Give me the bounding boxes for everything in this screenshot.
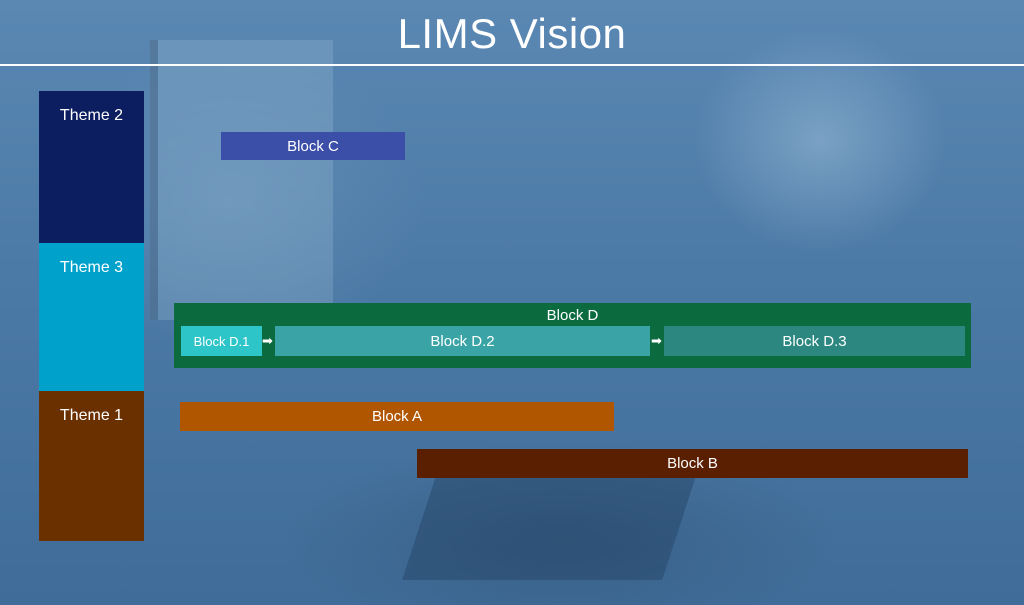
arrow-right-icon: ➡: [262, 333, 273, 348]
theme-3-bar: Theme 3: [39, 243, 144, 391]
block-d-label: Block D: [546, 306, 599, 324]
slide-title: LIMS Vision: [397, 10, 627, 57]
block-a: Block A: [180, 402, 614, 431]
block-d2: Block D.2: [275, 326, 650, 356]
block-c-label: Block C: [287, 137, 339, 155]
block-d3-label: Block D.3: [782, 332, 847, 350]
block-b: Block B: [417, 449, 968, 478]
background-monitor-image: [150, 40, 333, 320]
theme-1-bar: Theme 1: [39, 391, 144, 541]
background-keyboard-image: [402, 470, 698, 580]
block-a-label: Block A: [371, 408, 423, 425]
title-divider: [0, 64, 1024, 66]
block-c: Block C: [221, 132, 405, 160]
block-d2-label: Block D.2: [430, 332, 495, 350]
block-d3: Block D.3: [664, 326, 965, 356]
block-b-label: Block B: [667, 455, 718, 472]
block-d1-label: Block D.1: [193, 333, 250, 349]
arrow-right-icon: ➡: [651, 333, 662, 348]
theme-2-bar: Theme 2: [39, 91, 144, 243]
block-d1: Block D.1: [181, 326, 262, 356]
